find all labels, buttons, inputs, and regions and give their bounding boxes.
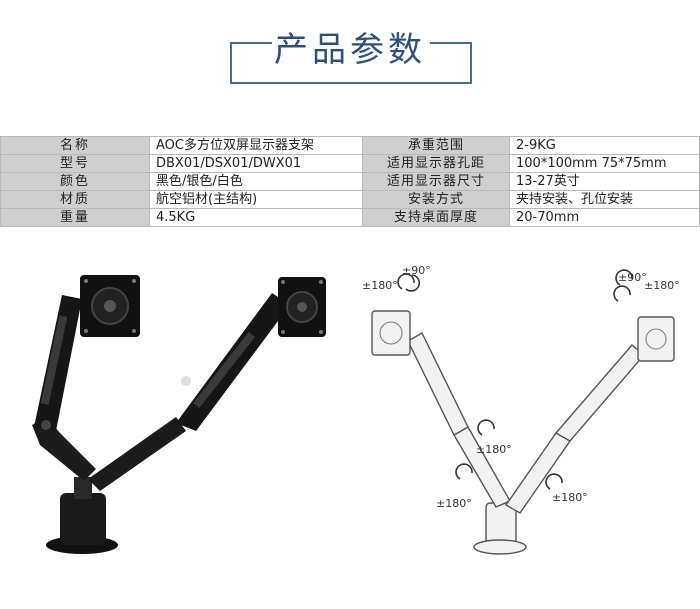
table-row: 重量 4.5KG 支持桌面厚度 20-70mm — [0, 208, 700, 227]
spec-key: 承重范围 — [362, 136, 510, 155]
spec-table: 名称 AOC多方位双屏显示器支架 承重范围 2-9KG 型号 DBX01/DSX… — [0, 136, 700, 227]
spec-value: DBX01/DSX01/DWX01 — [149, 154, 363, 173]
rotation-label: ±180° — [436, 497, 472, 510]
spec-key: 适用显示器尺寸 — [362, 172, 510, 191]
table-row: 材质 航空铝材(主结构) 安装方式 夹持安装、孔位安装 — [0, 190, 700, 209]
page-title: 产品参数 — [274, 30, 426, 70]
spec-key: 安装方式 — [362, 190, 510, 209]
rotation-label: ±180° — [362, 279, 398, 292]
spec-key: 型号 — [0, 154, 150, 173]
rotation-label: ±180° — [476, 443, 512, 456]
spec-key: 颜色 — [0, 172, 150, 191]
black-arm-illustration — [32, 275, 326, 554]
rotation-label: ±180° — [552, 491, 588, 504]
rotation-label: ±90° — [618, 271, 647, 284]
rotation-label: ±180° — [644, 279, 680, 292]
title-underline — [230, 82, 470, 84]
product-photo — [0, 255, 350, 605]
spec-key: 材质 — [0, 190, 150, 209]
spec-value: 2-9KG — [509, 136, 700, 155]
title-bracket-right — [430, 42, 472, 84]
spec-key: 重量 — [0, 208, 150, 227]
silver-arm-illustration — [371, 269, 675, 555]
spec-key: 名称 — [0, 136, 150, 155]
table-row: 型号 DBX01/DSX01/DWX01 适用显示器孔距 100*100mm 7… — [0, 154, 700, 173]
spec-value: 100*100mm 75*75mm — [509, 154, 700, 173]
section-header: 产品参数 — [0, 0, 700, 110]
rotation-label: ±90° — [402, 264, 431, 277]
spec-value: 13-27英寸 — [509, 172, 700, 191]
spec-key: 支持桌面厚度 — [362, 208, 510, 227]
table-row: 名称 AOC多方位双屏显示器支架 承重范围 2-9KG — [0, 136, 700, 155]
spec-value: 航空铝材(主结构) — [149, 190, 363, 209]
title-bracket-left — [230, 42, 272, 84]
spec-value: 4.5KG — [149, 208, 363, 227]
spec-key: 适用显示器孔距 — [362, 154, 510, 173]
spec-value: 黑色/银色/白色 — [149, 172, 363, 191]
table-row: 颜色 黑色/银色/白色 适用显示器尺寸 13-27英寸 — [0, 172, 700, 191]
spec-value: 20-70mm — [509, 208, 700, 227]
spec-value: 夹持安装、孔位安装 — [509, 190, 700, 209]
rotation-diagram: ±90° ±180° ±90° ±180° ±180° ±180° ±180° — [350, 255, 700, 605]
spec-value: AOC多方位双屏显示器支架 — [149, 136, 363, 155]
